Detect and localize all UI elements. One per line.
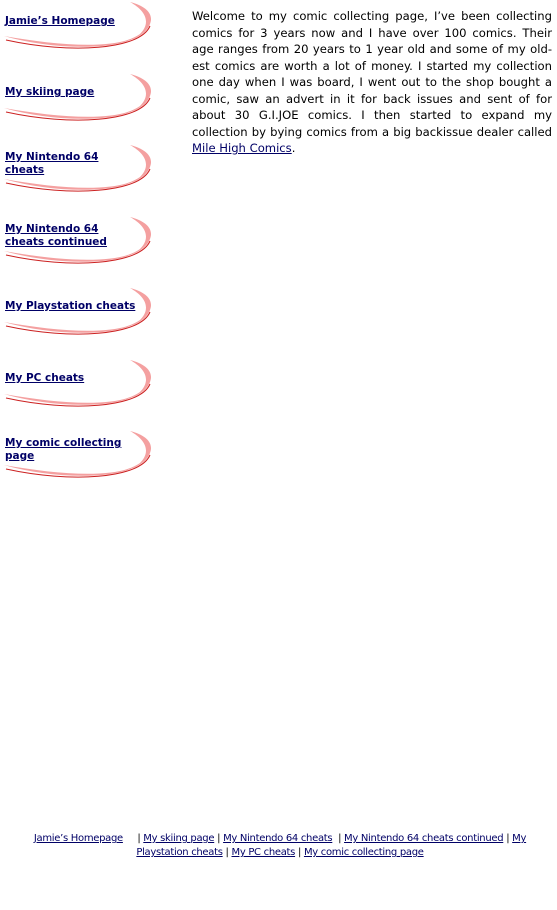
intro-paragraph: Welcome to my comic collecting page, I’v… — [192, 9, 552, 139]
nav-button-homepage[interactable]: Jamie’s Homepage — [0, 0, 160, 52]
nav-link-skiing[interactable]: My skiing page — [5, 86, 95, 98]
footer-separator: | — [137, 833, 141, 844]
nav-button-pc-cheats[interactable]: My PC cheats — [0, 358, 160, 410]
footer-separator: | — [506, 833, 510, 844]
intro-end: . — [291, 141, 296, 155]
mile-high-comics-link[interactable]: Mile High Comics — [192, 141, 292, 155]
footer-link-playstation-cheats[interactable]: My Playstation cheats — [136, 833, 527, 858]
footer-link-homepage[interactable]: Jamie’s Homepage — [33, 833, 123, 844]
footer-link-n64-cheats-continued[interactable]: My Nintendo 64 cheats continued — [344, 833, 504, 844]
nav-link-comic-collecting[interactable]: My comic collecting page — [5, 437, 122, 462]
footer-separator: | — [297, 847, 302, 858]
footer-nav: Jamie’s Homepage | My skiing page | My N… — [20, 832, 540, 860]
nav-button-skiing[interactable]: My skiing page — [0, 72, 160, 124]
swoosh-graphic — [4, 145, 152, 192]
footer-link-pc-cheats[interactable]: My PC cheats — [231, 847, 296, 858]
footer-separator: | — [217, 833, 221, 844]
swoosh-graphic — [4, 217, 152, 264]
swoosh-graphic — [4, 360, 152, 407]
nav-button-n64-cheats[interactable]: My Nintendo 64 cheats — [0, 143, 160, 195]
nav-link-n64-cheats-continued[interactable]: My Nintendo 64 cheats continued — [5, 223, 107, 248]
footer-separator: | — [338, 833, 342, 844]
footer-link-comic-collecting[interactable]: My comic collecting page — [303, 847, 424, 858]
nav-link-homepage[interactable]: Jamie’s Homepage — [5, 15, 115, 27]
nav-link-pc-cheats[interactable]: My PC cheats — [5, 372, 85, 384]
nav-link-playstation-cheats[interactable]: My Playstation cheats — [5, 300, 136, 312]
footer-link-n64-cheats[interactable]: My Nintendo 64 cheats — [223, 833, 333, 844]
main-content: Welcome to my comic collecting page, I’v… — [192, 8, 552, 157]
nav-button-comic-collecting[interactable]: My comic collecting page — [0, 429, 160, 481]
swoosh-graphic — [4, 431, 152, 478]
footer-link-skiing[interactable]: My skiing page — [143, 833, 215, 844]
swoosh-graphic — [4, 288, 152, 335]
swoosh-graphic — [4, 74, 152, 121]
swoosh-graphic — [4, 2, 152, 49]
nav-link-n64-cheats[interactable]: My Nintendo 64 cheats — [5, 151, 99, 176]
footer-separator: | — [225, 847, 229, 858]
nav-button-n64-cheats-continued[interactable]: My Nintendo 64 cheats continued — [0, 215, 160, 267]
nav-button-playstation-cheats[interactable]: My Playstation cheats — [0, 286, 160, 338]
